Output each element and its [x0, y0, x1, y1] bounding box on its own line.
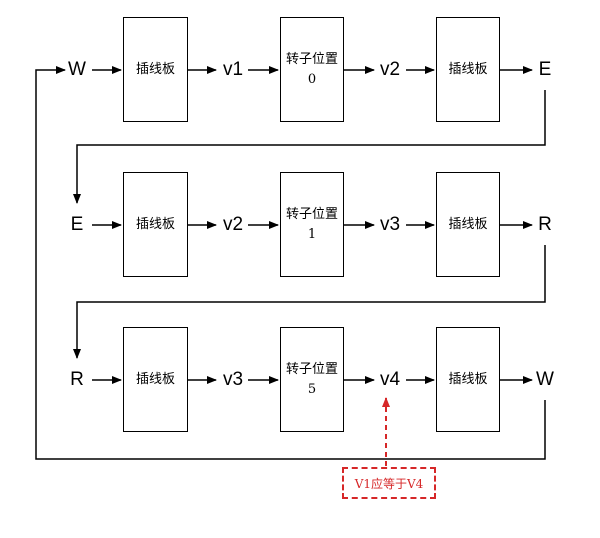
row2-input-node: E	[70, 214, 84, 235]
row1-plugboard-out-label: 插线板	[448, 61, 488, 77]
row3-mid2-node: v4	[379, 369, 401, 390]
row3-input-node: R	[70, 369, 84, 390]
annotation-note: V1应等于V4	[342, 467, 436, 499]
row3-mid1-node: v3	[222, 369, 244, 390]
row2-plugboard-out-box: 插线板	[436, 172, 500, 277]
row2-mid1-node: v2	[222, 214, 244, 235]
row1-rotor-label: 转子位置0	[285, 51, 338, 87]
row2-plugboard-in-label: 插线板	[135, 216, 175, 232]
row1-mid1-node: v1	[222, 59, 244, 80]
row3-output-node: W	[536, 369, 554, 390]
annotation-text: V1应等于V4	[354, 476, 424, 491]
row2-output-node: R	[538, 214, 552, 235]
row1-output-node: E	[538, 59, 552, 80]
row1-plugboard-in-box: 插线板	[123, 17, 188, 122]
row3-plugboard-in-box: 插线板	[123, 327, 188, 432]
connector-row1-to-row2	[73, 90, 546, 204]
row1-input-node: W	[68, 59, 86, 80]
row3-plugboard-in-label: 插线板	[135, 371, 175, 387]
row3-rotor-box: 转子位置5	[280, 327, 344, 432]
row2-rotor-label: 转子位置1	[285, 206, 338, 242]
row3-plugboard-out-label: 插线板	[448, 371, 488, 387]
row2-rotor-box: 转子位置1	[280, 172, 344, 277]
feedback-loop-connector	[35, 66, 546, 460]
row1-rotor-box: 转子位置0	[280, 17, 344, 122]
row3-plugboard-out-box: 插线板	[436, 327, 500, 432]
row1-plugboard-out-box: 插线板	[436, 17, 500, 122]
row1-mid2-node: v2	[379, 59, 401, 80]
row2-mid2-node: v3	[379, 214, 401, 235]
row3-rotor-label: 转子位置5	[285, 361, 338, 397]
connector-row2-to-row3	[73, 245, 546, 359]
row2-plugboard-in-box: 插线板	[123, 172, 188, 277]
row1-plugboard-in-label: 插线板	[135, 61, 175, 77]
row2-plugboard-out-label: 插线板	[448, 216, 488, 232]
